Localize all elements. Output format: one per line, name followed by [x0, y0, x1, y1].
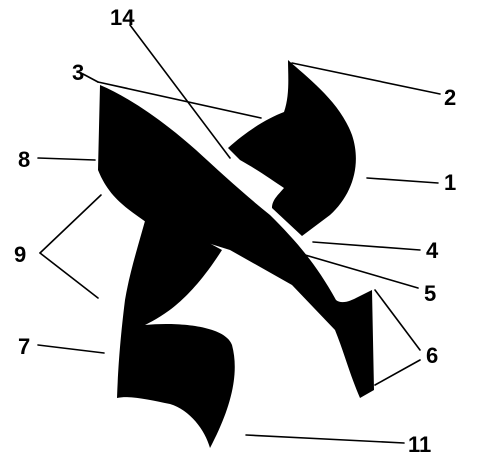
callout-label-11: 11 [408, 432, 431, 457]
leader-line-4 [313, 242, 420, 250]
leader-line-7 [38, 345, 104, 353]
aleph-glyph [98, 60, 374, 448]
leader-line-8 [38, 158, 95, 160]
callout-label-1: 1 [444, 170, 456, 195]
callout-label-6: 6 [426, 343, 438, 368]
leader-line-3b [83, 74, 98, 82]
callout-label-9: 9 [14, 242, 26, 267]
leader-line-1 [367, 178, 438, 183]
callout-label-3: 3 [72, 60, 84, 85]
callout-label-14: 14 [110, 5, 135, 30]
callout-label-8: 8 [18, 147, 30, 172]
leader-line-9b [40, 253, 98, 298]
callout-label-5: 5 [424, 281, 436, 306]
leader-line-6b [375, 360, 420, 385]
leader-line-11 [246, 435, 404, 443]
callout-label-2: 2 [444, 85, 456, 110]
leader-line-6a [375, 290, 420, 350]
callout-label-7: 7 [18, 334, 30, 359]
leader-line-9a [40, 195, 101, 253]
callout-label-4: 4 [426, 238, 439, 263]
